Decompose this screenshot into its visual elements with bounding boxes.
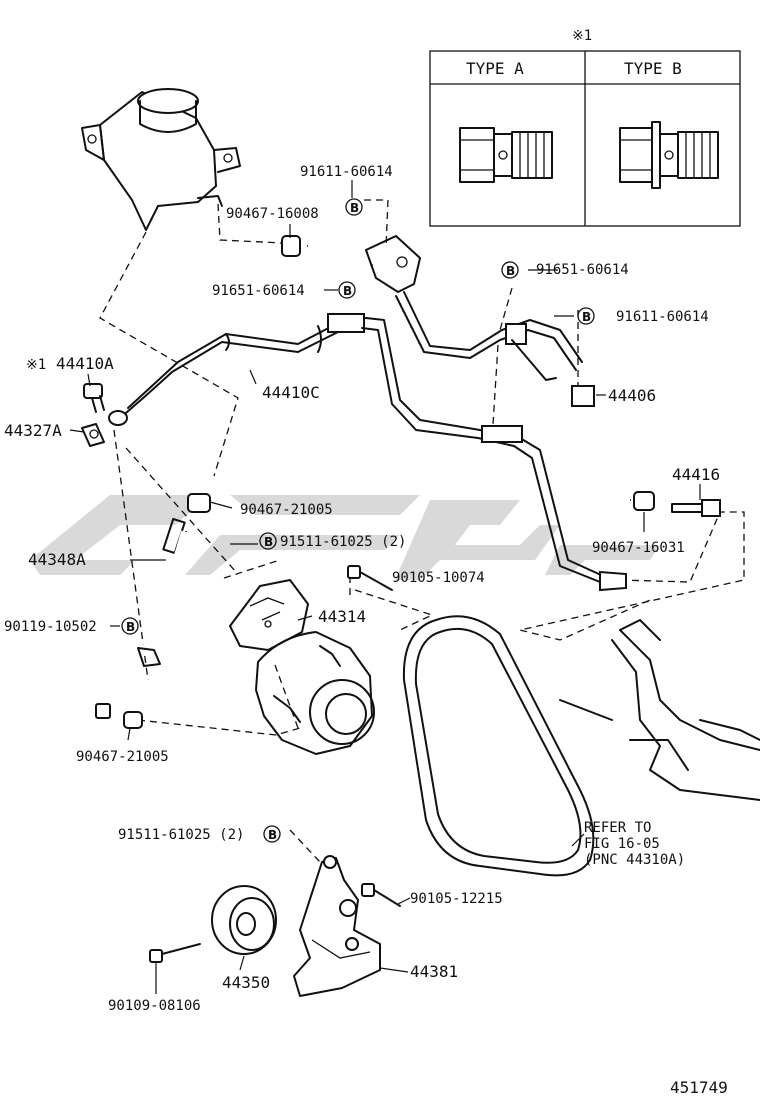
reference-lines [99,199,745,863]
union-bolt-44410a [83,383,105,413]
label-90467-21005-b: 90467-21005 [76,749,169,765]
watermark: UFLG [30,495,660,580]
idler-pulley-44350 [211,885,277,955]
label-90109-08106: 90109-08106 [108,998,201,1014]
label-91611-60614-top: 91611-60614 [300,164,393,180]
label-44381: 44381 [410,962,458,981]
union-bolt-type-b [619,121,719,189]
reservoir-tank [81,88,241,231]
svg-text:B: B [350,201,359,215]
bolt-90109-08106 [149,943,201,963]
part-labels: 91611-60614 90467-16008 91651-60614 9165… [4,164,728,1097]
label-91511-61025-b: 91511-61025 (2) [118,827,244,843]
label-44406: 44406 [608,386,656,405]
svg-text:B: B [264,535,273,549]
bolt-90105-12215 [361,883,401,907]
circle-b-marker: B [501,261,519,279]
bracket-44381 [293,855,381,997]
svg-text:B: B [268,828,277,842]
label-91611-60614-right: 91611-60614 [616,309,709,325]
label-90105-12215: 90105-12215 [410,891,503,907]
circle-b-marker: B [338,281,356,299]
label-refer-to: REFER TO [584,820,651,836]
type-a-heading: TYPE A [466,59,524,78]
label-90467-16008: 90467-16008 [226,206,319,222]
label-91651-60614-left: 91651-60614 [212,283,305,299]
circle-b-marker: B [121,617,139,635]
label-44410a: 44410A [56,354,114,373]
circle-b-marker: B [263,825,281,843]
circle-b-marker: B [259,532,277,550]
leader-lines [69,180,701,994]
circle-b-markers: B B B B B B B [121,198,595,843]
hoses-and-pipes [34,235,721,729]
label-44314: 44314 [318,607,366,626]
label-91651-60614-right: 91651-60614 [536,262,629,278]
svg-text:B: B [506,264,515,278]
label-44350: 44350 [222,973,270,992]
label-44327a: 44327A [4,421,62,440]
label-44410c: 44410C [262,383,320,402]
drive-belt [402,615,595,877]
label-91511-61025-a: 91511-61025 (2) [280,534,406,550]
type-inset-table: ※1 TYPE A TYPE B [429,28,741,227]
label-90105-10074: 90105-10074 [392,570,485,586]
figure-number: 451749 [670,1078,728,1097]
label-refer-fig: FIG 16-05 [584,836,660,852]
clamp-44327a [81,423,105,447]
type-b-heading: TYPE B [624,59,682,78]
label-90119-10502: 90119-10502 [4,619,97,635]
union-bolt-type-a [459,127,553,183]
label-44416: 44416 [672,465,720,484]
circle-b-marker: B [577,307,595,325]
svg-text:B: B [582,310,591,324]
label-90467-16031: 90467-16031 [592,540,685,556]
label-90467-21005-a: 90467-21005 [240,502,333,518]
pump-body [255,631,375,755]
label-note-mark: ※1 [26,357,46,373]
svg-text:B: B [343,284,352,298]
label-44348a: 44348A [28,550,86,569]
circle-b-marker: B [345,198,363,216]
pump-cover-44314 [229,579,309,651]
steering-gear [559,619,760,801]
bolt-90105-10074 [347,565,393,591]
label-refer-pnc: (PNC 44310A) [584,852,685,868]
inset-note-mark: ※1 [572,28,592,44]
svg-text:B: B [126,620,135,634]
watermark-text: UFLG [220,577,223,579]
